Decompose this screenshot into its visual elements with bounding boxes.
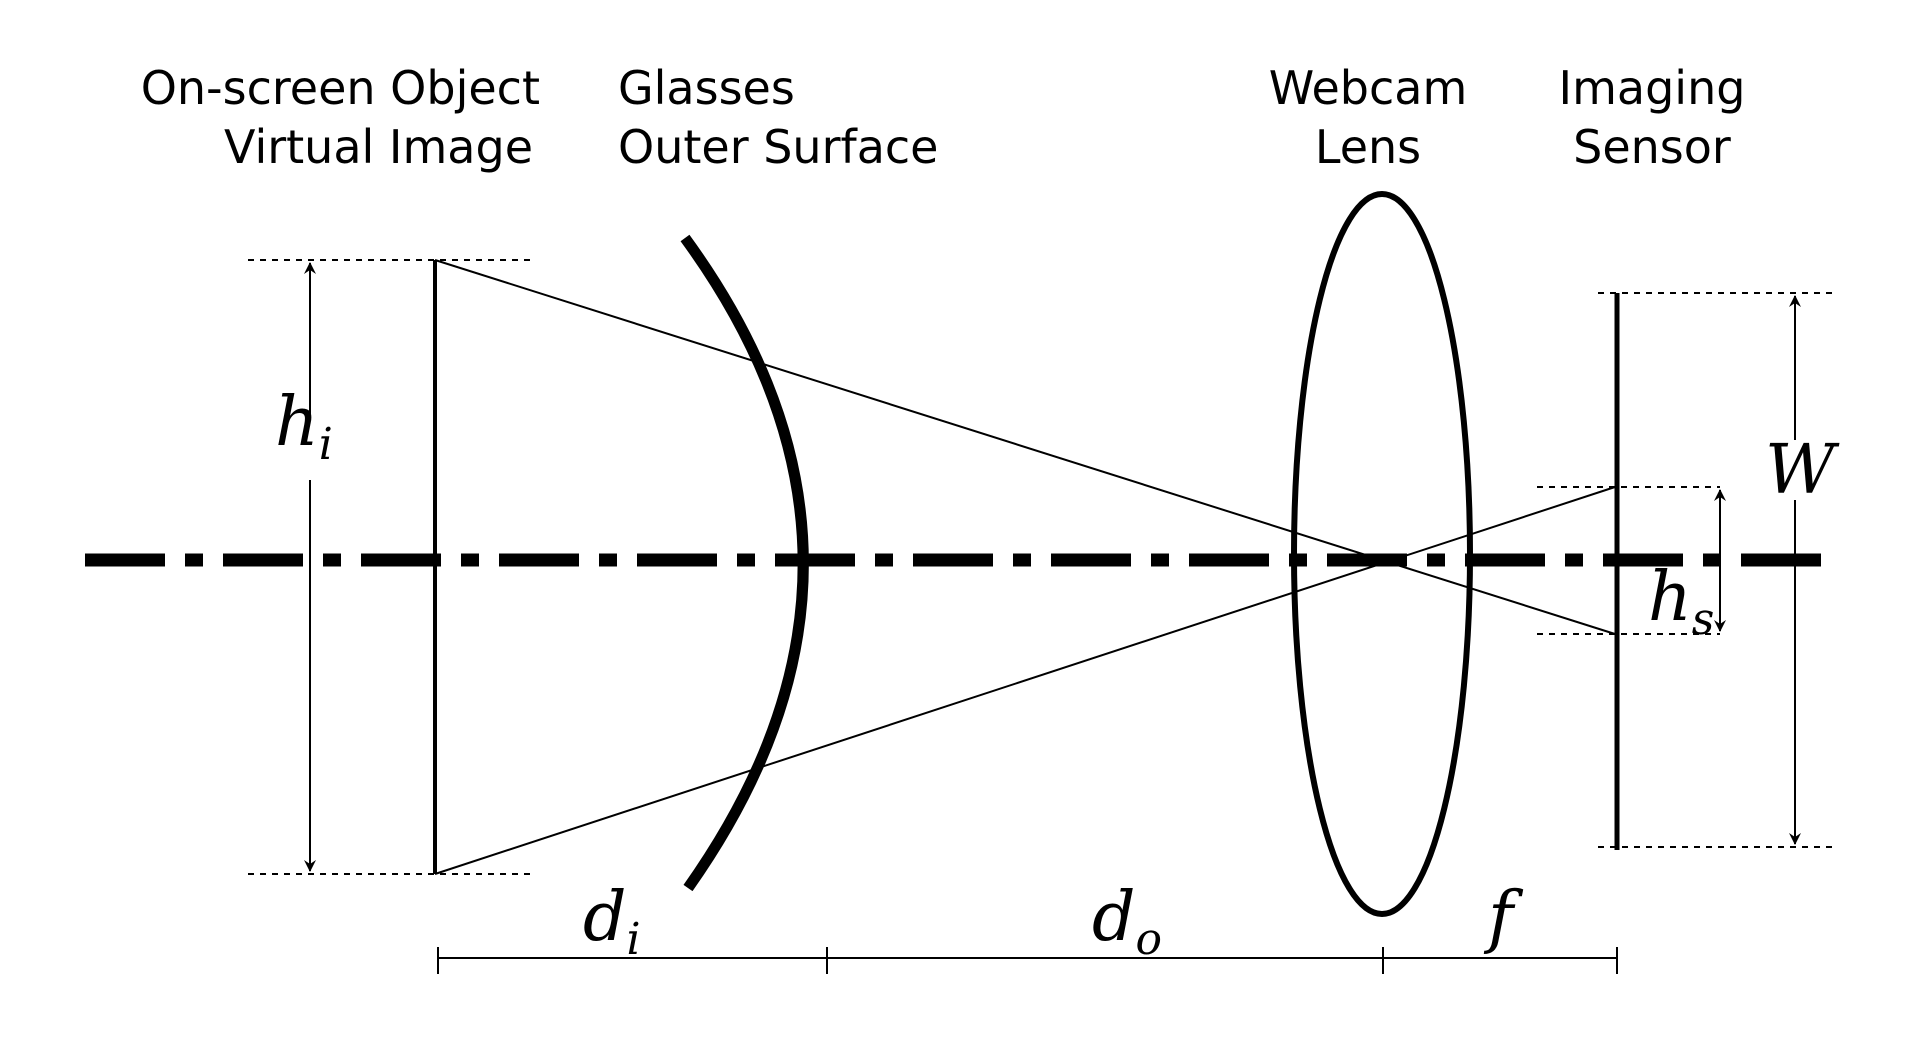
heading-webcam: Webcam Lens [1269,61,1468,174]
w-symbol: W [1765,431,1840,510]
object-heading-line1: On-screen Object [141,61,540,115]
hi-symbol: hi [275,383,333,470]
f-symbol: f [1483,878,1524,957]
sensor-heading-line1: Imaging [1559,61,1746,115]
webcam-lens [1291,191,1473,917]
heading-glasses: Glasses Outer Surface [618,61,938,174]
di-symbol: di [583,878,641,965]
ray-top [434,259,1616,635]
webcam-heading-line2: Lens [1315,120,1421,174]
glasses-surface [680,234,809,892]
glasses-heading-line1: Glasses [618,61,795,115]
glasses-heading-line2: Outer Surface [618,120,938,174]
distance-scale [437,947,1618,974]
guide-lines [248,259,1835,875]
object-heading-line2: Virtual Image [224,120,533,174]
do-symbol: do [1092,878,1162,965]
webcam-heading-line1: Webcam [1269,61,1468,115]
hs-symbol: hs [1648,558,1714,645]
dimension-arrows [304,262,1801,872]
heading-sensor: Imaging Sensor [1559,61,1746,174]
heading-object: On-screen Object Virtual Image [141,61,540,174]
ray-bottom [434,486,1616,875]
sensor-heading-line2: Sensor [1573,120,1731,174]
